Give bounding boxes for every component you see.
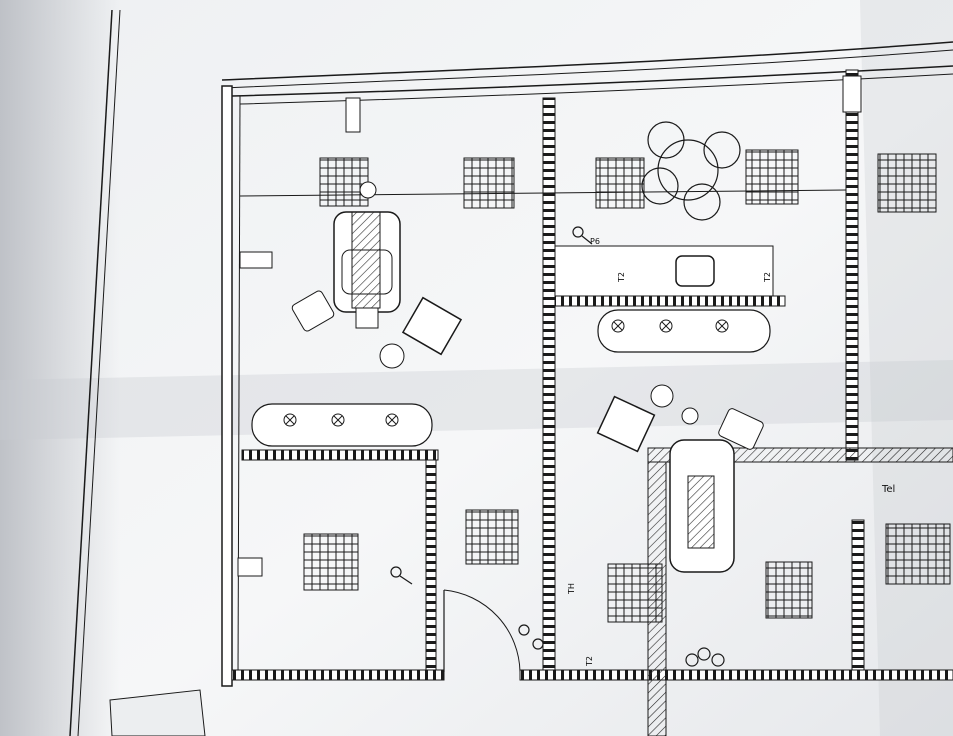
window-grid <box>745 149 799 205</box>
wall-box <box>842 75 862 113</box>
label-t2: T2 <box>585 656 594 667</box>
socket-symbols <box>390 226 725 667</box>
window-grid <box>465 509 519 565</box>
dental-chair-top <box>333 181 401 329</box>
room-wall-vertical <box>425 459 437 671</box>
window-grid <box>463 157 515 209</box>
room-wall-horizontal <box>241 449 439 461</box>
paper-edge-bottom <box>109 689 206 736</box>
label-t2: T2 <box>617 272 626 283</box>
frame-top-line <box>221 49 953 89</box>
stool-round <box>650 384 674 408</box>
stool <box>718 408 764 450</box>
sink-counter <box>554 245 774 297</box>
window-grid <box>595 157 645 209</box>
cabinet <box>596 395 656 453</box>
window-grid <box>303 533 359 591</box>
label-t2: T2 <box>763 272 772 283</box>
cabinet <box>401 296 463 356</box>
wall-box <box>239 251 273 269</box>
bottom-wall <box>519 669 953 681</box>
outer-wall-left <box>221 85 233 687</box>
room-wall-horizontal <box>554 295 786 307</box>
light-fixture <box>597 309 771 353</box>
dental-chair-bottom <box>669 407 735 573</box>
label-p6: P6 <box>590 237 600 246</box>
window-grid <box>319 157 369 207</box>
outer-wall-left-inner <box>237 95 241 677</box>
light-x-icons <box>283 413 399 427</box>
window-grid <box>607 563 663 623</box>
window-grid <box>885 523 951 585</box>
frame-top-line <box>221 41 953 81</box>
stool-round <box>379 343 405 369</box>
stool <box>291 290 335 332</box>
light-x-icons <box>611 319 729 333</box>
sink-basin <box>675 255 715 287</box>
bottom-wall <box>231 669 445 681</box>
partition-wall-center <box>542 97 556 671</box>
partition-wall-right <box>845 69 859 461</box>
door-swing <box>443 589 521 673</box>
wall-box <box>237 557 263 577</box>
window-grid <box>877 153 937 213</box>
label-tel: Tel <box>881 484 895 495</box>
ceiling-line <box>239 189 847 197</box>
paper-fold-shadow-left <box>0 0 120 736</box>
partition-wall-right-lower <box>851 519 865 671</box>
paper-fold-shadow-bottom <box>0 360 953 440</box>
frame-line <box>69 9 113 736</box>
window-grid <box>765 561 813 619</box>
wall-box <box>345 97 361 133</box>
round-table-cluster <box>641 121 741 221</box>
label-th: TH <box>567 583 576 595</box>
frame-line <box>77 9 121 736</box>
